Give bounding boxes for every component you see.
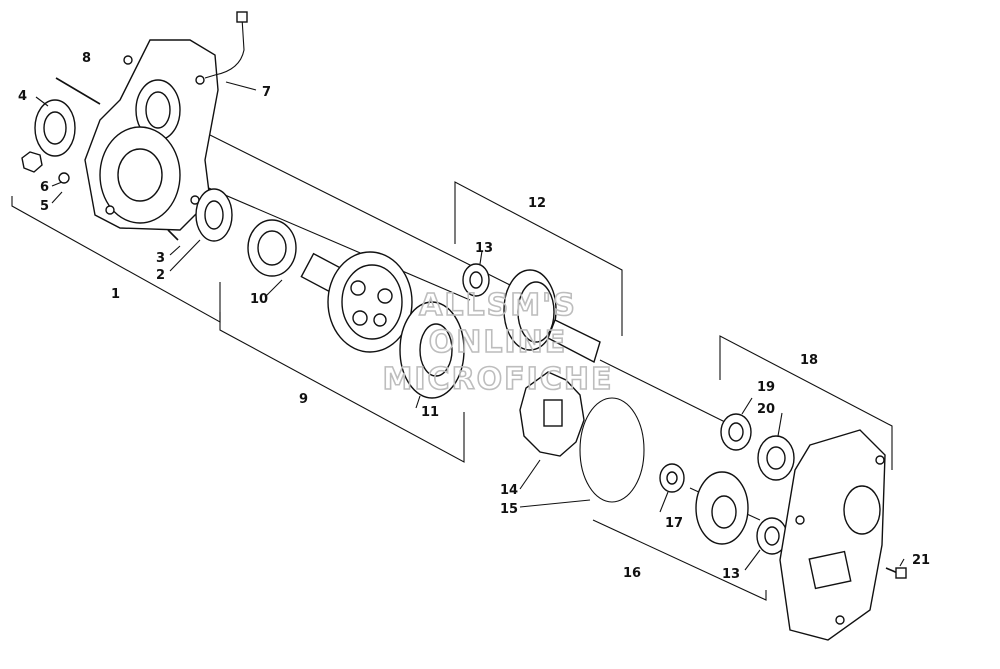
group-bracket-9 [219,282,465,463]
main-housing-part [84,39,219,231]
callout-16: 16 [623,566,641,581]
bearing-19-part [757,435,795,481]
callout-2: 2 [156,268,165,283]
watermark-line-2: ONLINE [429,325,568,360]
callout-18: 18 [800,353,818,368]
callout-14: 14 [500,483,518,498]
housing-cover-part [779,429,886,641]
callout-7: 7 [262,85,271,100]
callout-8: 8 [82,51,91,66]
group-bracket-18 [719,335,893,470]
dowel-pin-part [55,77,101,105]
callout-20: 20 [757,402,775,417]
bolt-part [885,567,907,579]
watermark-line-3: MICROFICHE [383,362,614,397]
callout-21: 21 [912,553,930,568]
locating-pin-part [167,229,179,241]
clutch-plate-part [399,301,465,399]
callout-10: 10 [250,292,268,307]
callout-17: 17 [665,516,683,531]
callout-4: 4 [18,89,27,104]
callout-9: 9 [299,392,308,407]
callout-11: 11 [421,405,439,420]
drive-drum-part [300,251,413,353]
bearing-seal-part [195,188,233,242]
sensor-wire-part [204,11,248,79]
bearing-lower-part [756,517,788,555]
gear-shaft-part [503,269,601,364]
callout-3: 3 [156,251,165,266]
sprocket-part [519,371,585,457]
bearing-small-part [659,463,685,493]
callout-15: 15 [500,502,518,517]
output-gear-part [695,471,749,545]
snap-ring-part [579,397,645,503]
callout-5: 5 [40,199,49,214]
leader-lines [35,81,905,571]
seal-20-part [720,413,752,451]
group-bracket-16 [592,519,767,601]
watermark-line-1: ALLSM'S [419,288,577,323]
bearing-upper-part [462,263,490,297]
washer-part [58,172,70,184]
oil-seal-part [34,99,76,157]
callout-13-lower: 13 [722,567,740,582]
drain-plug-part [21,151,43,173]
callout-19: 19 [757,380,775,395]
callout-labels: 1 2 3 4 5 6 7 8 9 10 11 12 13 13 14 15 1… [18,51,930,582]
ball-bearing-part [247,219,297,277]
watermark: ALLSM'S ONLINE MICROFICHE [382,287,614,398]
callout-6: 6 [40,180,49,195]
callout-1: 1 [111,287,120,302]
callout-13-upper: 13 [475,241,493,256]
group-bracket-12 [454,181,623,336]
callout-12: 12 [528,196,546,211]
